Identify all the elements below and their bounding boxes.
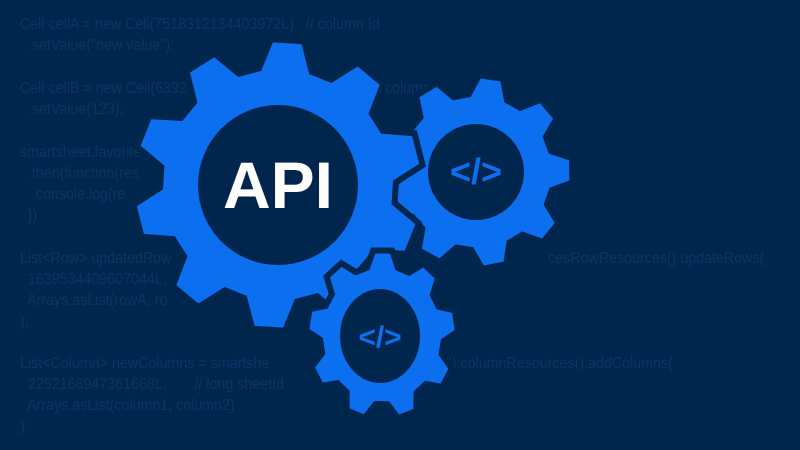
large-gear-hole [198, 105, 358, 265]
code-line: ); [20, 418, 29, 435]
code-line: List<Column> newColumns = smartshe [20, 355, 270, 372]
code-line: .setValue("new value"); [20, 37, 175, 54]
code-line: cesRowResources().updateRows( [548, 250, 765, 267]
small-code-icon: </> [358, 321, 401, 354]
code-line: Cell cellB = new Cell(6392 [20, 80, 187, 97]
code-line: 2252168947361668L, // long sheetId [20, 376, 285, 393]
large-gear: API [129, 36, 427, 334]
medium-code-icon: </> [450, 151, 502, 192]
small-gear: </> [302, 247, 462, 422]
code-line: Arrays.asList(column1, column2) [20, 397, 235, 414]
code-line: }) [20, 207, 38, 224]
code-line: smartsheet.favorite [20, 144, 142, 161]
code-line: Arrays.asList(rowA, ro [20, 292, 168, 309]
code-line: .setValue(123); [20, 101, 124, 118]
code-line: ); [20, 313, 29, 330]
code-line: ().columnResources().addColumns( [447, 355, 673, 372]
api-label: API [223, 148, 333, 222]
medium-gear-hole [428, 124, 524, 220]
medium-gear: </> [377, 71, 576, 273]
code-line: .then(function(res [20, 165, 139, 182]
code-line: 1639534409607044L, [20, 271, 167, 288]
code-line: List<Row> updatedRow [20, 250, 172, 267]
code-line: console.log(re [20, 186, 126, 203]
code-line: Cell cellA = new Cell(7518312134403972L)… [20, 16, 380, 33]
small-gear-hole [340, 289, 420, 383]
